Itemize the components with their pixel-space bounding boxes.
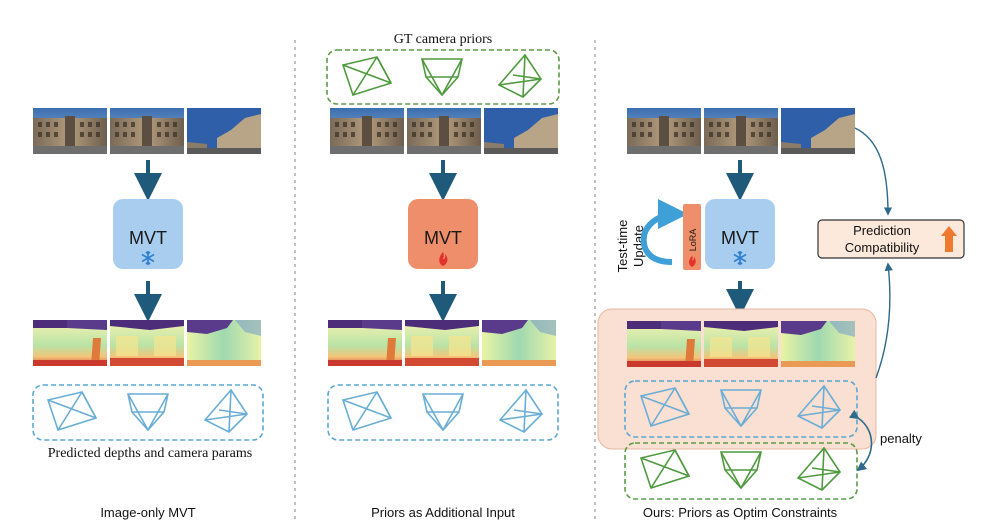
flame-icon xyxy=(439,252,448,266)
input-images xyxy=(330,108,558,154)
camera-frustum-icon xyxy=(204,389,248,433)
camera-frustum-icon xyxy=(640,449,690,489)
penalty-arrow xyxy=(848,409,873,472)
up-arrow-icon xyxy=(941,226,957,252)
mvt-label: MVT xyxy=(129,228,167,248)
compat-line2: Compatibility xyxy=(845,240,920,255)
lora-label: LoRA xyxy=(688,229,698,252)
compat-line1: Prediction xyxy=(853,223,911,238)
camera-frustum-icon xyxy=(342,391,392,431)
depth-maps xyxy=(328,320,556,366)
images-to-compat-arrow xyxy=(854,127,893,216)
panel-ours: Test-time Update LoRA MVT xyxy=(597,108,965,520)
camera-frustum-icon xyxy=(720,451,762,489)
caption-ours: Ours: Priors as Optim Constraints xyxy=(643,505,838,520)
mvt-trainable-block: MVT xyxy=(408,199,478,269)
input-images xyxy=(33,108,261,154)
mvt-frozen-block: MVT xyxy=(705,199,775,269)
lora-block: LoRA xyxy=(683,204,701,270)
penalty-label: penalty xyxy=(880,431,922,446)
camera-frustum-icon xyxy=(421,58,463,96)
camera-frustum-icon xyxy=(422,393,464,431)
gt-priors-label: GT camera priors xyxy=(394,32,492,47)
update-label-line1: Test-time xyxy=(615,220,630,273)
gt-cameras xyxy=(640,447,841,491)
curved-arrow-icon xyxy=(640,199,688,265)
gt-cameras xyxy=(342,54,542,98)
caption-priors-input: Priors as Additional Input xyxy=(371,505,515,520)
preds-to-compat-arrow xyxy=(875,262,893,379)
pred-cams-box xyxy=(327,384,559,441)
camera-frustum-icon xyxy=(797,447,841,491)
camera-frustum-icon xyxy=(499,389,543,433)
depth-maps xyxy=(33,320,261,366)
input-images xyxy=(627,108,855,154)
gt-cams-box xyxy=(326,49,560,105)
gt-cams-box xyxy=(624,442,858,500)
compatibility-box xyxy=(817,219,965,259)
panel-priors-input: GT camera priors MVT P xyxy=(326,32,560,520)
depth-maps xyxy=(627,321,855,367)
camera-frustum-icon xyxy=(342,56,392,96)
camera-frustum-icon xyxy=(127,393,169,431)
pred-cams-box xyxy=(32,384,264,441)
mvt-frozen-block: MVT xyxy=(113,199,183,269)
predicted-cameras xyxy=(47,389,248,433)
panel-image-only: MVT Predicted depths and camera params I… xyxy=(32,108,264,520)
mvt-label: MVT xyxy=(721,228,759,248)
flame-icon xyxy=(689,256,696,267)
caption-image-only: Image-only MVT xyxy=(100,505,195,520)
mvt-label: MVT xyxy=(424,228,462,248)
predicted-cameras xyxy=(342,389,543,433)
camera-frustum-icon xyxy=(498,54,542,98)
output-label: Predicted depths and camera params xyxy=(48,446,252,461)
pred-cams-box xyxy=(624,380,858,438)
camera-frustum-icon xyxy=(47,391,97,431)
